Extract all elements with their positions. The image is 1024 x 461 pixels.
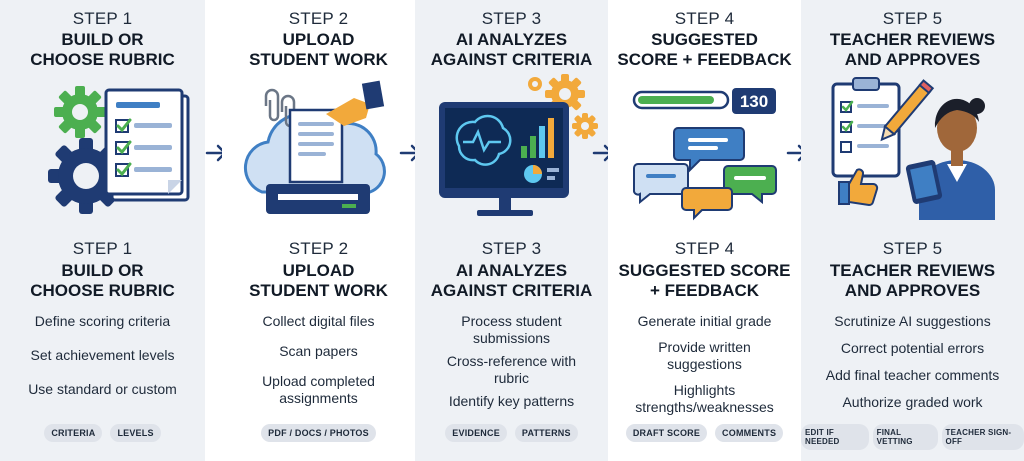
score-value: 130 (740, 92, 768, 111)
step-1-label: STEP 1 (72, 239, 133, 258)
list-item: Process student submissions (461, 313, 562, 346)
list-item: Correct potential errors (840, 340, 985, 356)
step-2-title: UPLOAD STUDENT WORK (249, 261, 388, 300)
list-item: Cross-reference with rubric (446, 353, 577, 386)
list-item: Authorize graded work (842, 394, 983, 410)
step-1-top-label: STEP 1 (72, 9, 133, 28)
list-item: Identify key patterns (448, 393, 575, 409)
step-2-label: STEP 2 (288, 239, 349, 258)
list-item: Provide written suggestions (658, 339, 751, 372)
tag: EDIT IF NEEDED (801, 424, 869, 450)
chat-bubbles-icon (632, 127, 777, 221)
step-1-illustration (48, 86, 190, 214)
list-item: Scan papers (279, 343, 358, 359)
step-2-bullets: Collect digital files Scan papers Upload… (222, 313, 415, 407)
list-item: Use standard or custom (28, 381, 177, 397)
list-item: Upload completed assignments (262, 373, 375, 406)
step-5-top-label: STEP 5 (882, 9, 943, 28)
step-5-bullets: Scrutinize AI suggestions Correct potent… (801, 313, 1024, 411)
bar-chart-icon (521, 118, 559, 183)
step-4-top-title: SUGGESTED SCORE + FEEDBACK (617, 30, 792, 69)
tag: TEACHER SIGN-OFF (941, 424, 1024, 450)
list-item: Set achievement levels (30, 347, 175, 363)
step-3-label: STEP 3 (481, 239, 542, 258)
step-2-top-label: STEP 2 (288, 9, 349, 28)
step-1-top-title: BUILD OR CHOOSE RUBRIC (30, 30, 175, 69)
step-1-title: BUILD OR CHOOSE RUBRIC (30, 261, 175, 300)
paperclip-icon (264, 88, 296, 128)
step-1-tags: CRITERIA LEVELS (0, 424, 205, 442)
step-5-label: STEP 5 (882, 239, 943, 258)
progress-bar-icon: 130 (632, 88, 776, 114)
scanner-icon (266, 184, 370, 214)
thumbs-up-icon (838, 168, 879, 206)
step-4-tags: DRAFT SCORE COMMENTS (608, 424, 801, 442)
step-5-title: TEACHER REVIEWS AND APPROVES (829, 261, 996, 300)
tag: DRAFT SCORE (625, 424, 708, 442)
tag: LEVELS (110, 424, 161, 442)
step-3-bullets: Process student submissions Cross-refere… (415, 313, 608, 410)
step-2-tags: PDF / DOCS / PHOTOS (222, 424, 415, 442)
list-item: Define scoring criteria (34, 313, 171, 329)
step-3-tags: EVIDENCE PATTERNS (415, 424, 608, 442)
pencil-icon (880, 79, 935, 142)
step-3-illustration (439, 74, 598, 216)
step-4-panel: STEP 4 SUGGESTED SCORE + FEEDBACK 130 ST… (608, 0, 801, 461)
tag: PATTERNS (514, 424, 578, 442)
list-item: Collect digital files (262, 313, 375, 329)
step-4-illustration: 130 (632, 88, 777, 221)
brain-icon (455, 114, 512, 166)
tag: EVIDENCE (445, 424, 507, 442)
step-2-illustration (243, 80, 386, 214)
teacher-avatar-icon (905, 98, 995, 220)
step-5-tags: EDIT IF NEEDED FINAL VETTING TEACHER SIG… (801, 424, 1024, 450)
step-2-top-title: UPLOAD STUDENT WORK (249, 30, 388, 69)
step-3-top-label: STEP 3 (481, 9, 542, 28)
list-item: Scrutinize AI suggestions (834, 313, 991, 329)
step-3-top-title: AI ANALYZES AGAINST CRITERIA (430, 30, 593, 69)
list-item: Add final teacher comments (825, 367, 1000, 383)
list-item: Generate initial grade (637, 313, 772, 329)
step-4-label: STEP 4 (674, 239, 735, 258)
tag: FINAL VETTING (872, 424, 938, 450)
tag: COMMENTS (715, 424, 784, 442)
gear-icon (54, 86, 106, 138)
step-1-bullets: Define scoring criteria Set achievement … (0, 313, 205, 398)
tag: PDF / DOCS / PHOTOS (261, 424, 376, 442)
step-5-panel: STEP 5 TEACHER REVIEWS AND APPROVES (801, 0, 1024, 461)
step-2-panel: STEP 2 UPLOAD STUDENT WORK (222, 0, 415, 461)
step-1-panel: STEP 1 BUILD OR CHOOSE RUBRIC (0, 0, 205, 461)
step-5-top-title: TEACHER REVIEWS AND APPROVES (829, 30, 996, 69)
step-3-panel: STEP 3 AI ANALYZES AGAINST CRITERIA (415, 0, 608, 461)
step-4-bullets: Generate initial grade Provide written s… (608, 313, 801, 416)
step-3-title: AI ANALYZES AGAINST CRITERIA (430, 261, 593, 300)
step-4-title: SUGGESTED SCORE + FEEDBACK (618, 261, 791, 300)
step-4-top-label: STEP 4 (674, 9, 735, 28)
checklist-document-icon (104, 88, 190, 202)
list-item: Highlights strengths/weaknesses (635, 382, 774, 415)
tag: CRITERIA (44, 424, 103, 442)
step-5-illustration (831, 77, 995, 220)
